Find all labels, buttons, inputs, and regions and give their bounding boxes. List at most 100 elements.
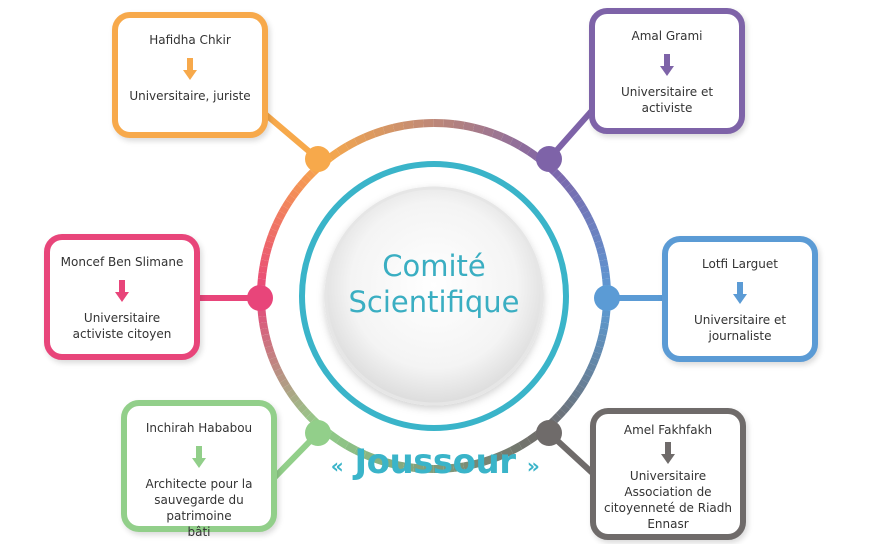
ring-segment [413,119,424,129]
ring-segment [602,278,611,286]
ring-segment [261,333,271,342]
ring-segment [285,194,296,205]
ring-segment [453,462,465,472]
ring-segment [297,403,308,414]
member-name: Amel Fakhfakh [623,423,713,437]
member-name: Amal Grami [631,29,703,43]
ring-segment [275,210,286,221]
ring-segment [305,169,316,180]
ring-segment [327,431,341,444]
ring-segment [258,265,268,274]
ring-segment [278,205,289,215]
member-card-amel-fakhfakh: Amel Fakhfakh Universitaire Association … [590,408,746,540]
ring-segment [282,199,293,210]
ring-segment [413,463,424,473]
brand-open-quote: « [330,454,344,478]
ring-segment [372,454,386,466]
ring-segment [601,272,611,280]
ring-segment [402,462,414,472]
ring-segment [262,246,272,256]
node-dot [594,285,620,311]
ring-segment [567,394,578,405]
brand-close-quote: » [526,454,540,478]
member-name: Inchirah Hababou [145,421,253,435]
member-name: Hafidha Chkir [149,33,231,47]
ring-segment [587,222,598,232]
ring-segment [260,253,271,262]
member-role: Universitaire, juriste [129,89,251,103]
ring-segment [518,142,532,155]
member-role: Universitaire et activiste [620,85,714,115]
ring-segment [575,199,586,209]
ring-segment [463,460,475,471]
member-card-lotfi-larguet: Lotfi Larguet Universitaire et journalis… [662,236,818,362]
ring-segment [257,309,267,317]
member-role: Architecte pour la sauvegarde du patrimo… [145,477,253,539]
ring-segment [574,384,585,394]
ring-segment [597,333,607,342]
ring-segment [257,278,266,286]
ring-segment [268,228,278,238]
ring-segment [344,138,358,150]
ring-segment [463,121,475,132]
ring-segment [363,129,376,142]
ring-segment [270,222,281,232]
member-card-hafidha-chkir: Hafidha Chkir Universitaire, juriste [112,12,268,138]
ring-segment [265,234,276,244]
connector-line [255,105,321,162]
ring-segment [599,322,609,330]
ring-segment [500,133,514,145]
ring-segment [272,216,283,226]
ring-segment [598,328,608,336]
ring-segment [266,351,277,360]
ring-segment [273,367,284,378]
ring-segment [296,179,308,190]
ring-segment [392,460,405,471]
ring-segment [258,315,268,324]
ring-segment [289,189,300,199]
ring-segment [257,272,267,280]
member-name: Lotfi Larguet [702,257,778,271]
ring-segment [555,408,567,419]
member-card-inchirah-hababou: Inchirah Hababou Architecte pour la sauv… [121,400,277,539]
ring-segment [589,357,600,366]
member-card-moncef-ben-slimane: Moncef Ben Slimane Universitaire activis… [44,234,200,360]
arrow-down-icon [733,282,747,304]
center-title: Comité Scientifique [348,249,520,319]
node-dot [536,420,562,446]
ring-segment [472,457,485,469]
ring-segment [259,321,269,330]
ring-segment [584,216,595,226]
ring-segment [590,228,600,237]
member-role: Universitaire Association de citoyenneté… [603,469,733,531]
ring-segment [594,240,604,249]
ring-segment [382,123,395,135]
ring-segment [509,137,523,150]
ring-segment [276,373,287,383]
ring-segment [344,442,358,454]
brand-title: « Joussour » [330,442,540,486]
arrow-down-icon [183,58,197,80]
ring-segment [518,437,532,450]
ring-segment [327,148,341,161]
arrow-down-icon [660,54,674,76]
ring-segment [571,389,582,400]
ring-segment [560,178,571,189]
ring-segment [500,447,514,459]
node-dot [305,146,331,172]
ring-segment [293,398,304,409]
ring-segment [578,204,589,215]
ring-segment [509,442,523,455]
ring-segment [578,379,589,389]
ring-segment [581,373,592,383]
member-role: Universitaire activiste citoyen [72,311,172,341]
ring-segment [482,126,495,138]
ring-segment [581,210,593,220]
ring-segment [591,351,602,361]
ring-segment [551,169,563,180]
ring-segment [268,356,279,366]
member-name: Moncef Ben Slimane [60,255,184,269]
ring-segment [584,368,594,378]
ring-segment [597,252,608,261]
node-dots [247,146,620,446]
